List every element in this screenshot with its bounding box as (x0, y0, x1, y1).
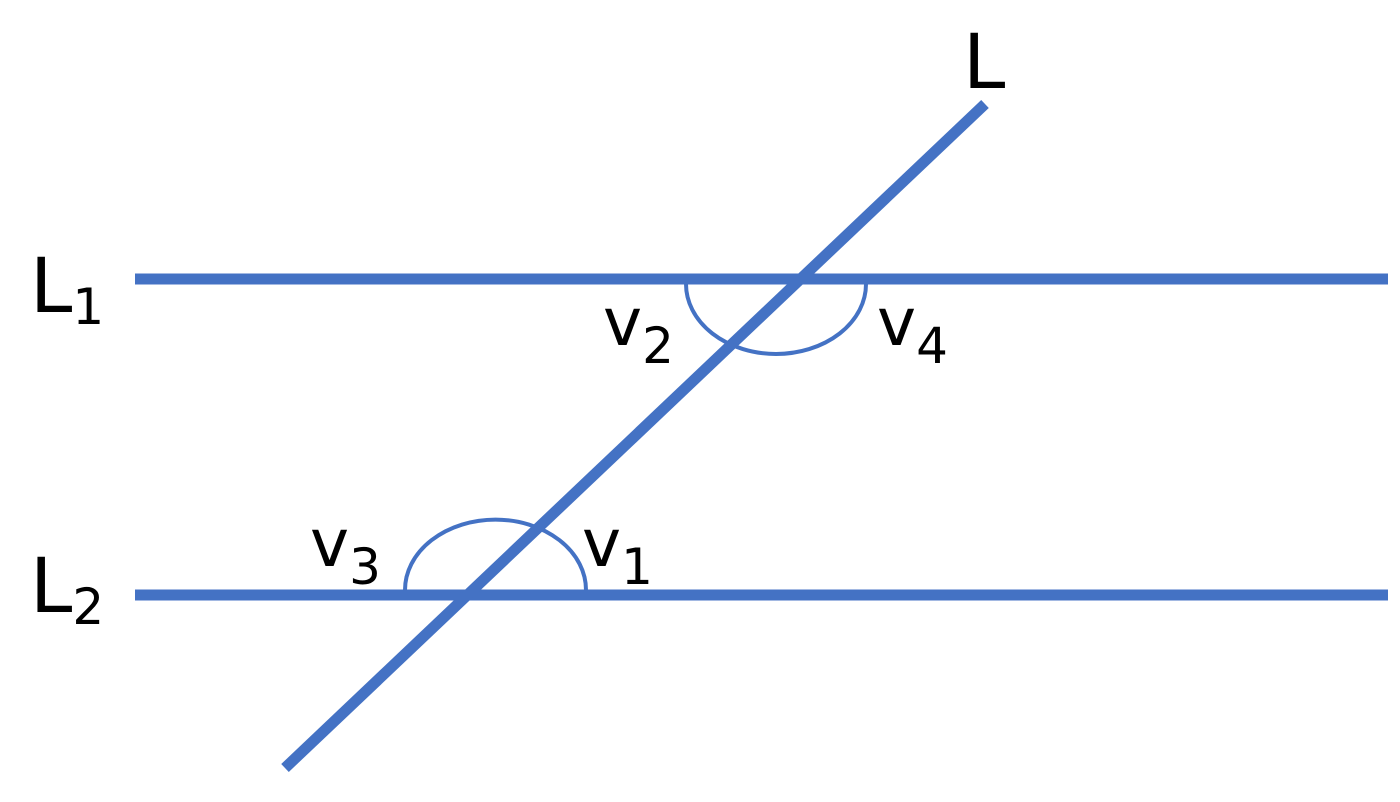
label-v1-base: v (582, 505, 621, 582)
label-v1: v1 (582, 505, 653, 596)
angle-arc-v3-v1 (403, 517, 588, 591)
label-l1-base: L (30, 241, 72, 330)
label-l1-sub: 1 (72, 278, 104, 336)
label-v4-sub: 4 (916, 317, 948, 375)
label-l1: L1 (30, 241, 104, 336)
label-v2: v2 (603, 284, 674, 375)
label-v2-sub: 2 (642, 317, 674, 375)
label-v2-base: v (603, 284, 642, 361)
label-v3-sub: 3 (349, 538, 381, 596)
angle-arc-v2-v4 (684, 283, 868, 356)
label-l2-base: L (30, 541, 72, 630)
label-l2: L2 (30, 541, 104, 636)
line-l-transversal (281, 100, 989, 772)
label-v4: v4 (877, 284, 948, 375)
label-l: L (963, 17, 1005, 106)
label-v4-base: v (877, 284, 916, 361)
label-l2-sub: 2 (72, 578, 104, 636)
label-v1-sub: 1 (621, 538, 653, 596)
label-v3-base: v (310, 505, 349, 582)
label-v3: v3 (310, 505, 381, 596)
